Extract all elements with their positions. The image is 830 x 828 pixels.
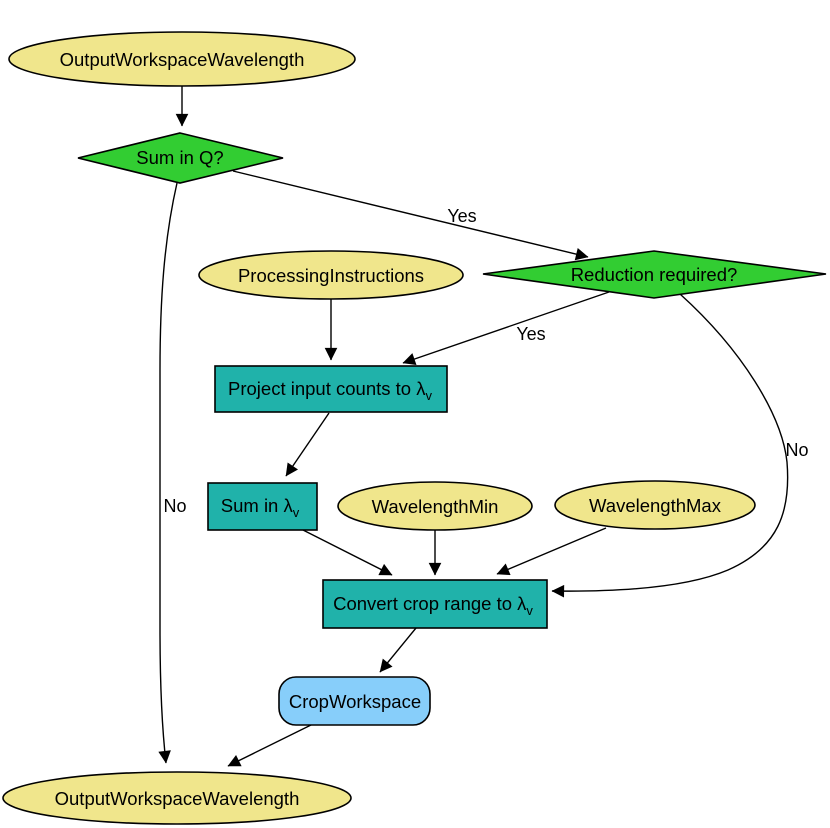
edge-crop-workspace-to-output-bottom [227,724,312,767]
wavelength-max-ellipse [554,480,756,530]
edge-reduction-required-to-project [402,291,610,366]
output-workspace-bottom-ellipse [2,771,352,825]
node-processing-instructions: ProcessingInstructions [198,250,464,300]
crop-workspace-label: CropWorkspace [289,691,421,712]
sum-in-lambda-label-main: Sum in λ [221,495,294,516]
processing-instructions-ellipse [198,250,464,300]
node-reduction-required: Reduction required? [482,250,827,299]
processing-instructions-label: ProcessingInstructions [238,265,424,286]
edge-sum-in-lambda-to-convert [302,529,393,576]
edge-convert-to-crop-workspace [379,627,417,673]
node-project-input-counts: Project input counts to λv [214,365,448,413]
sum-in-lambda-label: Sum in λv [221,495,300,520]
project-input-counts-box [214,365,448,413]
node-wavelength-min: WavelengthMin [337,481,533,531]
node-sum-in-q: Sum in Q? [77,132,284,184]
node-wavelength-max: WavelengthMax [554,480,756,530]
node-output-workspace-wavelength-top: OutputWorkspaceWavelength [8,31,356,87]
sum-in-lambda-box [207,482,318,531]
edge-wavelength-max-to-convert [496,527,607,576]
reduction-required-label: Reduction required? [571,264,738,285]
wavelength-max-label: WavelengthMax [589,495,722,516]
edge-label-no-sum-in-q: No [163,496,186,516]
project-input-counts-label: Project input counts to λv [228,378,432,403]
project-input-counts-label-sub: v [425,388,432,403]
sum-in-q-label: Sum in Q? [136,147,223,168]
convert-crop-range-box [322,579,548,629]
sum-in-q-diamond [77,132,284,184]
edge-label-no-reduction-required: No [785,440,808,460]
node-sum-in-lambda: Sum in λv [207,482,318,531]
edge-sum-in-q-to-reduction-required [232,170,589,261]
convert-crop-range-label: Convert crop range to λv [333,593,533,618]
sum-in-lambda-label-sub: v [293,505,300,520]
wavelength-min-ellipse [337,481,533,531]
crop-workspace-box [278,676,431,726]
project-input-counts-label-main: Project input counts to λ [228,378,426,399]
node-crop-workspace: CropWorkspace [278,676,431,726]
reduction-required-diamond [482,250,827,299]
output-workspace-top-ellipse [8,31,356,87]
edge-reduction-required-to-convert [551,293,789,598]
edge-label-yes-sum-in-q: Yes [447,206,476,226]
node-output-workspace-wavelength-bottom: OutputWorkspaceWavelength [2,771,352,825]
output-workspace-top-label: OutputWorkspaceWavelength [60,49,305,70]
node-convert-crop-range: Convert crop range to λv [322,579,548,629]
convert-crop-range-label-sub: v [526,603,533,618]
wavelength-min-label: WavelengthMin [372,496,499,517]
edge-project-to-sum-in-lambda [285,412,330,477]
output-workspace-bottom-label: OutputWorkspaceWavelength [55,788,300,809]
convert-crop-range-label-main: Convert crop range to λ [333,593,527,614]
edge-sum-in-q-to-output-bottom [158,182,178,764]
edge-label-yes-reduction-required: Yes [516,324,545,344]
